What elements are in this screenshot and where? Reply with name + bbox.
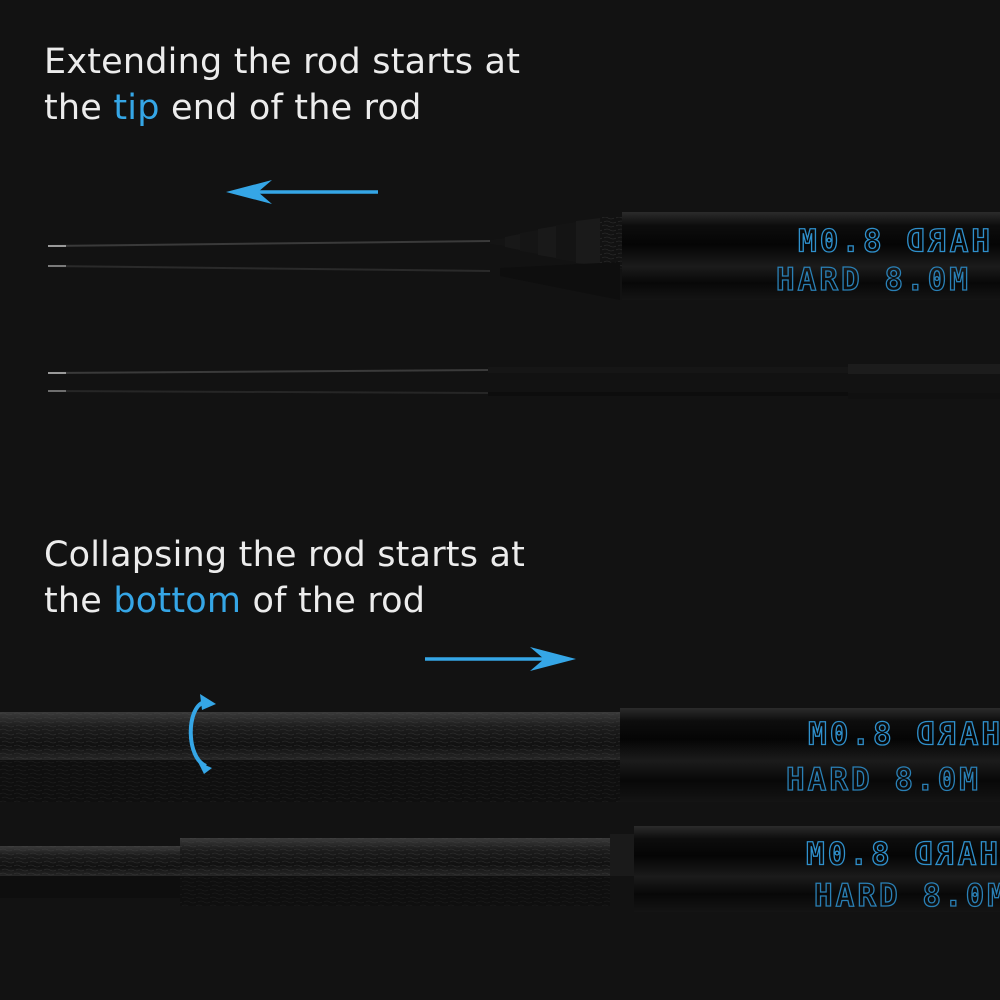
svg-text:HARD 8.0M: HARD 8.0M: [776, 262, 971, 298]
svg-text:HARD 8.0M: HARD 8.0M: [786, 762, 981, 798]
svg-text:HARD 8.0M: HARD 8.0M: [814, 878, 1000, 914]
rod-marking-bottom: HARD 8.0M HARD 8.0M: [802, 836, 1000, 915]
svg-text:HARD 8.0M: HARD 8.0M: [805, 716, 1000, 752]
rotate-icon: [188, 694, 216, 774]
rod-butt-collapsed: [0, 826, 1000, 912]
svg-text:HARD 8.0M: HARD 8.0M: [803, 836, 998, 872]
rod-marking-butt: HARD 8.0M HARD 8.0M: [785, 716, 1000, 799]
svg-text:HARD 8.0M: HARD 8.0M: [795, 223, 990, 259]
arrow-right-icon: [425, 647, 576, 671]
bottom-highlight: bottom: [113, 581, 242, 621]
tip-highlight: tip: [113, 88, 160, 128]
rod-butt-collapsing: [0, 708, 1000, 802]
collapse-caption-line1: Collapsing the rod starts at: [44, 535, 526, 575]
rod-tip-extended: [47, 212, 1000, 300]
extend-caption-line1: Extending the rod starts at: [44, 42, 521, 82]
rod-marking-top: HARD 8.0M HARD 8.0M: [775, 223, 990, 299]
arrow-left-icon: [226, 180, 378, 204]
rod-tip-thin: [47, 364, 1000, 399]
